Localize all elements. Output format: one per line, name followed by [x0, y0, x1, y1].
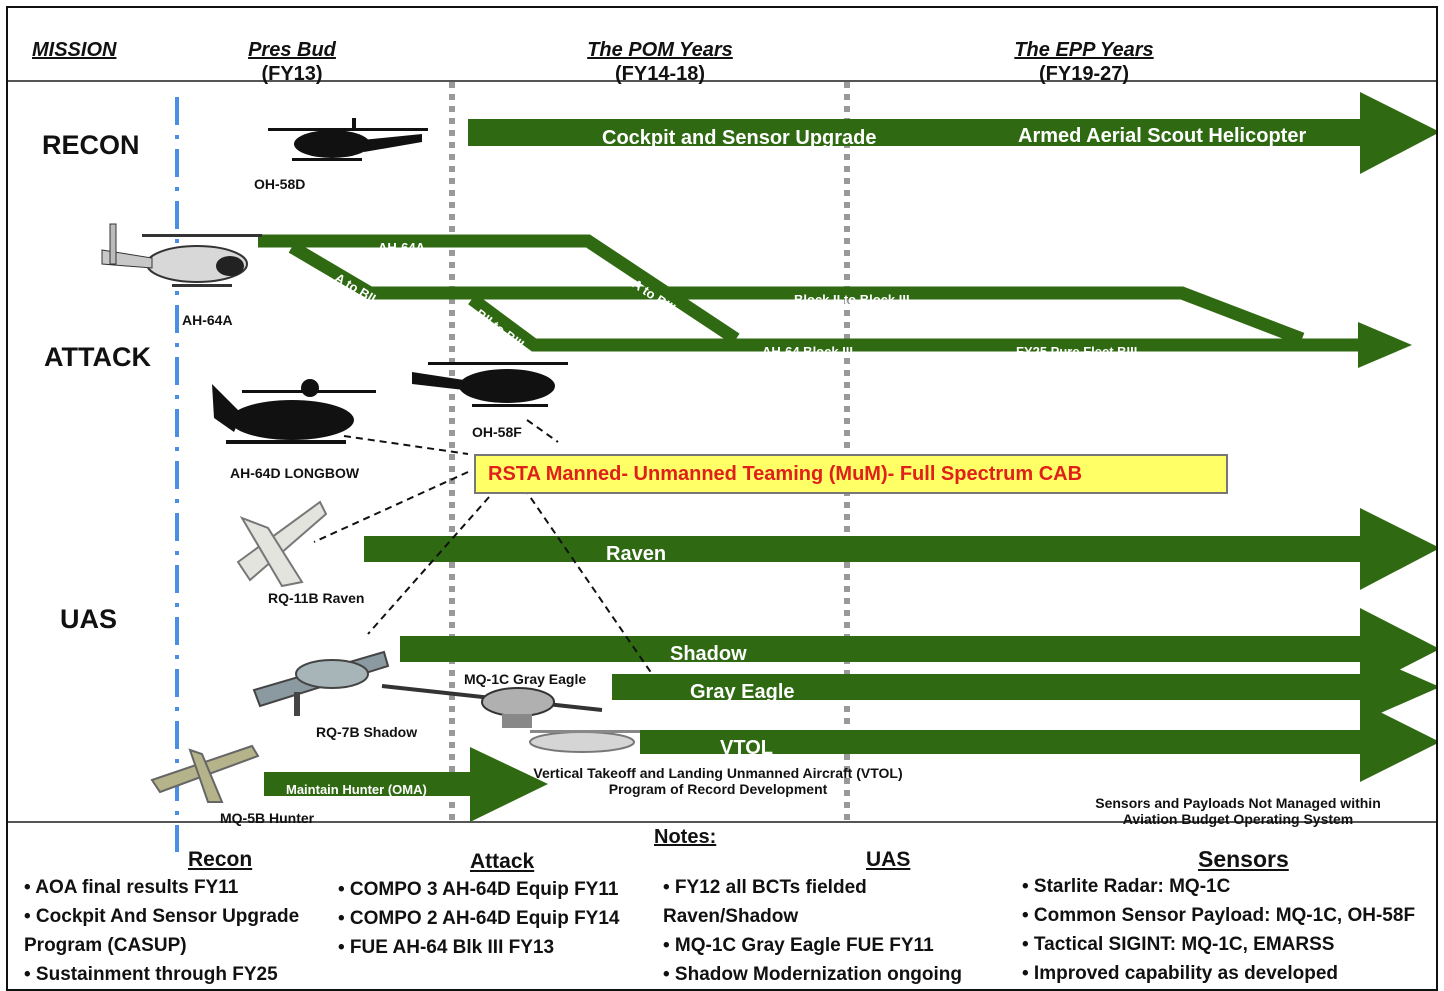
- recon-item-3: Program (CASUP): [24, 935, 187, 956]
- arrow-label-shadow: Shadow: [670, 643, 747, 665]
- col-title-recon: Recon: [188, 848, 253, 871]
- lane-uas: UAS: [60, 604, 118, 634]
- track-label-block2-to-3: Block II to Block III: [794, 292, 910, 307]
- label-shadow: RQ-7B Shadow: [316, 724, 418, 740]
- label-ah64d: AH-64D LONGBOW: [230, 465, 360, 481]
- vtol-arrow: [640, 702, 1436, 782]
- label-ah64a: AH-64A: [182, 312, 233, 328]
- col-title-attack: Attack: [470, 850, 535, 873]
- oh58d-icon: [268, 118, 428, 161]
- raven-uav-icon: [236, 500, 328, 588]
- recon-item-1: • AOA final results FY11: [24, 877, 239, 898]
- attack-arrowhead: [1358, 322, 1412, 368]
- notes-title: Notes:: [654, 826, 717, 848]
- raven-arrow: [364, 508, 1436, 590]
- green-arrows: [264, 92, 1436, 822]
- arrow-label-armed-scout: Armed Aerial Scout Helicopter: [1018, 125, 1307, 147]
- oh58f-icon: [412, 362, 568, 407]
- track-label-ah64a: AH-64A: [378, 240, 425, 255]
- sensors-item-1: • Starlite Radar: MQ-1C: [1022, 876, 1231, 897]
- block2-track: [288, 241, 1305, 346]
- sensors-item-3: • Tactical SIGINT: MQ-1C, EMARSS: [1022, 934, 1335, 955]
- track-label-block3: AH-64 Block III: [762, 344, 854, 359]
- recon-arrow: [468, 92, 1436, 174]
- shadow-arrow: [400, 608, 1436, 690]
- mission-header: MISSION: [32, 39, 117, 61]
- sensors-item-2: • Common Sensor Payload: MQ-1C, OH-58F: [1022, 905, 1416, 926]
- ah64d-longbow-icon: [212, 379, 376, 444]
- uas-item-1: • FY12 all BCTs fielded: [663, 877, 867, 898]
- attack-item-1: • COMPO 3 AH-64D Equip FY11: [338, 879, 619, 900]
- recon-item-4: • Sustainment through FY25: [24, 964, 278, 985]
- arrow-label-gray-eagle: Gray Eagle: [690, 681, 795, 703]
- recon-item-2: • Cockpit And Sensor Upgrade: [24, 906, 300, 927]
- label-oh58f: OH-58F: [472, 424, 522, 440]
- track-label-fy25: FY25 Pure Fleet BIII: [1016, 344, 1138, 359]
- pres-bud-header: Pres Bud(FY13): [248, 39, 336, 85]
- hunter-arrow: [264, 747, 548, 822]
- vtol-note: Vertical Takeoff and Landing Unmanned Ai…: [533, 765, 903, 797]
- roadmap-diagram: MISSION Pres Bud(FY13) The POM Years(FY1…: [6, 6, 1438, 991]
- lane-attack: ATTACK: [44, 342, 151, 372]
- hunter-uav-icon: [150, 744, 260, 803]
- col-title-uas: UAS: [866, 848, 911, 871]
- diagram-canvas: [8, 80, 1436, 852]
- ah64a-track: [258, 234, 740, 345]
- shadow-uav-icon: [252, 650, 390, 716]
- pom-header: The POM Years(FY14-18): [587, 39, 733, 85]
- rsta-mum-box: RSTA Manned- Unmanned Teaming (MuM)- Ful…: [474, 454, 1228, 494]
- teaming-links: [313, 419, 653, 675]
- block3-track: [468, 293, 1362, 352]
- sensors-item-4: • Improved capability as developed: [1022, 963, 1339, 984]
- attack-item-3: • FUE AH-64 Blk III FY13: [338, 937, 555, 958]
- uas-item-2: Raven/Shadow: [663, 906, 799, 927]
- label-raven: RQ-11B Raven: [268, 590, 365, 606]
- epp-header: The EPP Years(FY19-27): [1014, 39, 1154, 85]
- arrow-label-hunter: Maintain Hunter (OMA): [286, 782, 427, 797]
- label-hunter: MQ-5B Hunter: [220, 810, 315, 826]
- vtol-uav-icon: [529, 730, 640, 753]
- arrow-label-vtol: VTOL: [720, 737, 773, 759]
- col-title-sensors: Sensors: [1198, 846, 1289, 872]
- gray-eagle-arrow: [612, 652, 1436, 722]
- gray-eagle-uav-icon: [381, 684, 603, 728]
- label-gray-eagle: MQ-1C Gray Eagle: [464, 671, 587, 687]
- lane-recon: RECON: [42, 130, 140, 160]
- arrow-label-raven: Raven: [606, 543, 667, 565]
- attack-item-2: • COMPO 2 AH-64D Equip FY14: [338, 908, 620, 929]
- label-oh58d: OH-58D: [254, 176, 306, 192]
- ah64a-icon: [101, 223, 262, 287]
- uas-item-4: • Shadow Modernization ongoing: [663, 964, 963, 985]
- uas-item-3: • MQ-1C Gray Eagle FUE FY11: [663, 935, 934, 956]
- arrow-label-cockpit: Cockpit and Sensor Upgrade: [602, 127, 877, 149]
- attack-tracks: [258, 234, 1362, 352]
